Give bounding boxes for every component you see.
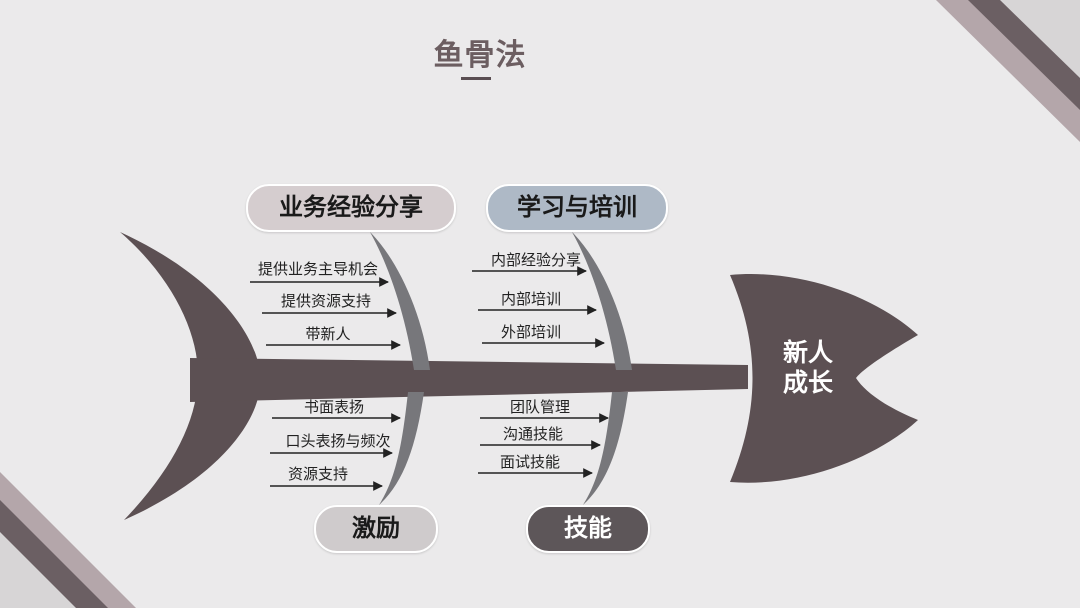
cause-label: 外部培训 [501, 323, 561, 341]
cause-label: 带新人 [305, 325, 350, 343]
category-motivation: 激励 [314, 505, 438, 553]
cause-label: 书面表扬 [304, 398, 364, 416]
cause-label: 面试技能 [500, 453, 560, 471]
cause-label: 资源支持 [288, 465, 348, 483]
title-underline [461, 77, 491, 80]
corner-decoration-bottom-left [0, 472, 136, 608]
fish-head-label: 新人 成长 [768, 338, 848, 398]
cause-label: 团队管理 [510, 398, 570, 416]
rib-upper-left [370, 232, 430, 370]
cause-label: 内部经验分享 [491, 251, 581, 269]
cause-label: 口头表扬与频次 [285, 432, 390, 450]
category-learning-training: 学习与培训 [486, 184, 668, 232]
cause-label: 提供资源支持 [281, 292, 371, 310]
head-label-line2: 成长 [782, 368, 833, 397]
cause-label: 提供业务主导机会 [258, 260, 378, 278]
cause-label: 内部培训 [501, 290, 561, 308]
slide-title: 鱼骨法 [433, 38, 527, 73]
fish-head [730, 274, 918, 483]
head-label-line1: 新人 [782, 338, 833, 367]
category-experience-sharing: 业务经验分享 [246, 184, 456, 232]
rib-lower-right [583, 392, 628, 505]
corner-decoration-top-right [936, 0, 1080, 142]
rib-lower-left [379, 392, 424, 505]
cause-label: 沟通技能 [503, 425, 563, 443]
fish-tail [120, 232, 258, 520]
category-skills: 技能 [526, 505, 650, 553]
rib-upper-right [572, 232, 632, 370]
fish-spine [190, 358, 748, 402]
